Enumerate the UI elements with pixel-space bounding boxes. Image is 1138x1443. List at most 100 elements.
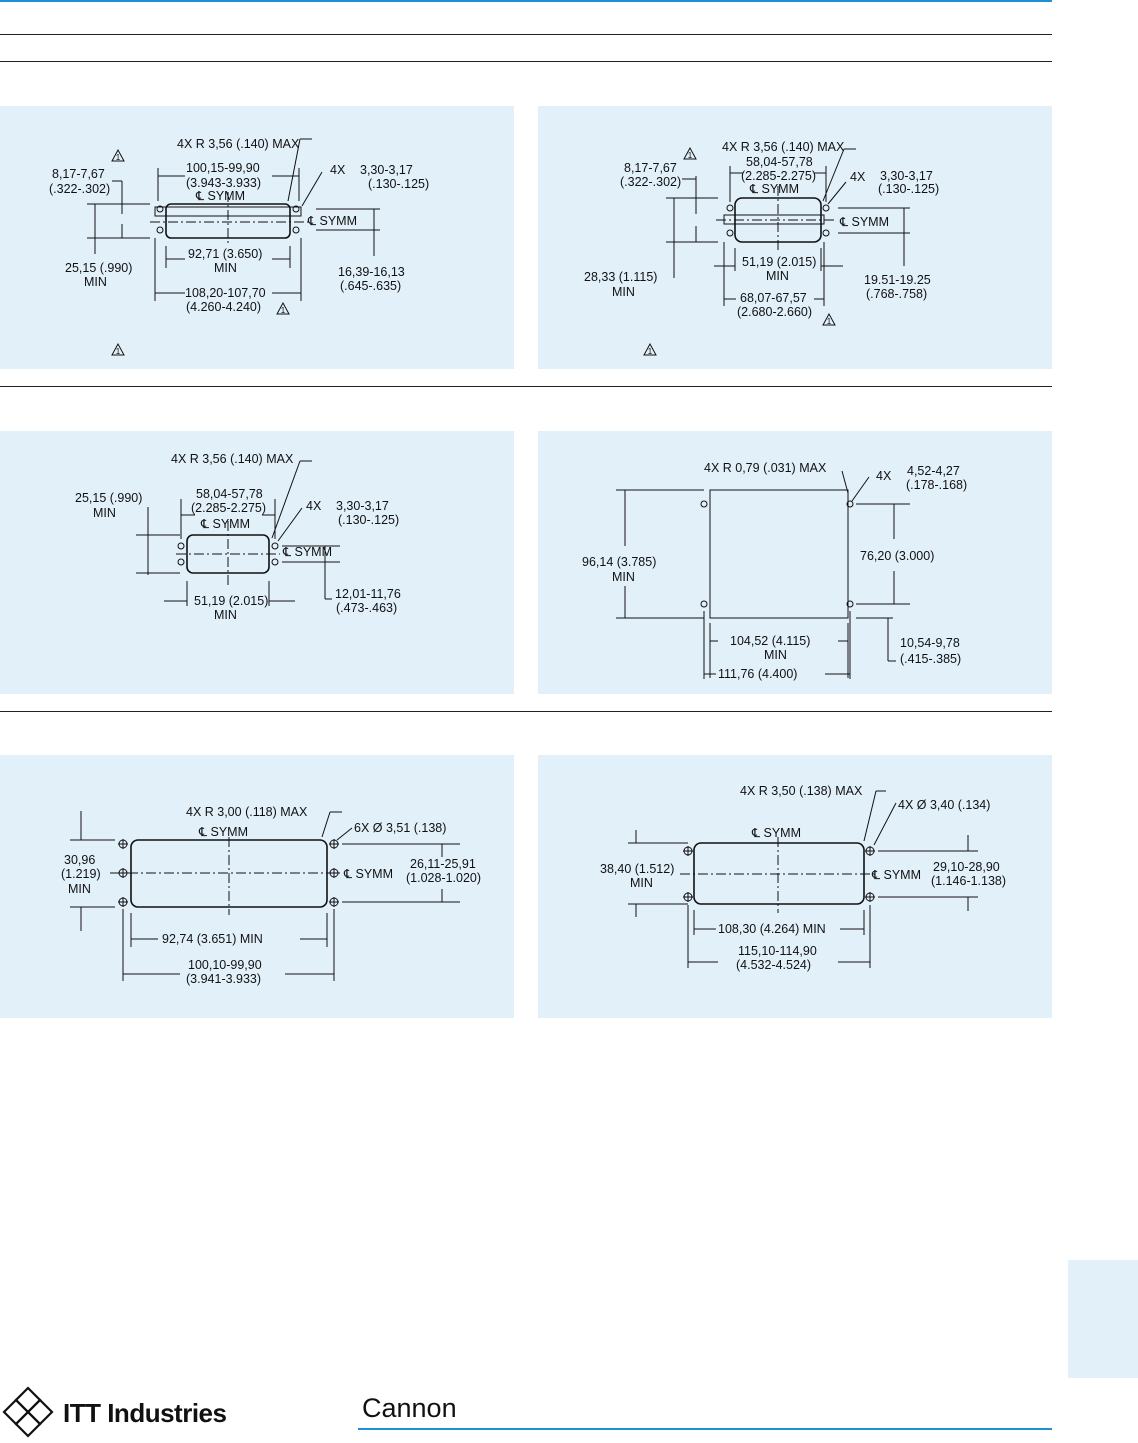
dim-label: 108,30 (4.264) MIN — [718, 922, 826, 936]
dim-label: (2.285-2.275) — [191, 501, 266, 515]
dim-label: 25,15 (.990) — [75, 491, 142, 505]
footer-rule — [358, 1428, 1052, 1430]
hole-label: 4X — [850, 170, 866, 184]
dim-label: MIN — [214, 261, 237, 275]
dim-label: 19.51-19.25 — [864, 273, 931, 287]
centerline-label: ℄ SYMM — [198, 825, 248, 839]
dim-label: (.322-.302) — [49, 182, 110, 196]
dim-label: 51,19 (2.015) — [194, 594, 268, 608]
dim-label: 12,01-11,76 — [335, 587, 401, 601]
dim-label: MIN — [93, 506, 116, 520]
dim-label: (4.532-4.524) — [736, 958, 811, 972]
dim-label: MIN — [764, 648, 787, 662]
hole-label: (.130-.125) — [368, 177, 429, 191]
dim-label: 104,52 (4.115) — [730, 634, 810, 648]
dim-label: 108,20-107,70 — [185, 286, 266, 300]
cutout-drawing-3: 4X R 3,56 (.140) MAX 58,04-57,78 (2.285-… — [0, 431, 514, 694]
dim-label: (3.941-3.933) — [186, 972, 261, 986]
centerline-label: ℄ SYMM — [751, 826, 801, 840]
dim-label: (.415-.385) — [900, 652, 961, 666]
radius-label: 4X R 3,50 (.138) MAX — [740, 784, 863, 798]
dim-label: MIN — [214, 608, 237, 622]
centerline-label: ℄ SYMM — [749, 182, 799, 196]
dim-label: 100,10-99,90 — [188, 958, 262, 972]
centerline-label: ℄ SYMM — [343, 867, 393, 881]
dim-label: 96,14 (3.785) — [582, 555, 656, 569]
cutout-drawing-2: 1 1 1 4X R 3,56 (.140) MAX 58,04-57,78 (… — [538, 106, 1052, 369]
dim-label: (1.028-1.020) — [406, 871, 481, 885]
centerline-label: ℄ SYMM — [839, 215, 889, 229]
hole-label: 3,30-3,17 — [360, 163, 413, 177]
centerline-label: ℄ SYMM — [195, 189, 245, 203]
dim-label: MIN — [84, 275, 107, 289]
cutout-drawing-5: 4X R 3,00 (.118) MAX ℄ SYMM 6X Ø 3,51 (.… — [0, 755, 514, 1018]
dim-label: (2.680-2.660) — [737, 305, 812, 319]
divider — [0, 711, 1052, 712]
dim-label: 30,96 — [64, 853, 95, 867]
dim-label: 51,19 (2.015) — [742, 255, 816, 269]
note-flag: 1 — [648, 347, 653, 356]
dim-label: MIN — [612, 570, 635, 584]
cutout-drawing-6: 4X R 3,50 (.138) MAX 4X Ø 3,40 (.134) ℄ … — [538, 755, 1052, 1018]
note-flag: 1 — [688, 151, 693, 160]
dim-label: MIN — [68, 882, 91, 896]
dim-label: (2.285-2.275) — [741, 169, 816, 183]
dim-label: (.768-.758) — [866, 287, 927, 301]
dim-label: (.473-.463) — [336, 601, 397, 615]
divider — [0, 386, 1052, 387]
radius-label: 4X R 3,56 (.140) MAX — [177, 137, 300, 151]
centerline-label: ℄ SYMM — [307, 214, 357, 228]
dim-label: (.645-.635) — [340, 279, 401, 293]
dim-label: 100,15-99,90 — [186, 161, 260, 175]
hole-label: 3,30-3,17 — [336, 499, 389, 513]
dim-label: (1.146-1.138) — [931, 874, 1006, 888]
hole-label: 4X — [330, 163, 346, 177]
dim-label: 111,76 (4.400) — [718, 667, 797, 681]
section-tab — [1068, 1260, 1138, 1378]
hole-label: 4X — [306, 499, 322, 513]
hole-label: 4X Ø 3,40 (.134) — [898, 798, 990, 812]
dim-label: (3.943-3.933) — [186, 176, 261, 190]
radius-label: 4X R 0,79 (.031) MAX — [704, 461, 827, 475]
dim-label: 16,39-16,13 — [338, 265, 405, 279]
hole-label: (.130-.125) — [878, 182, 939, 196]
dim-label: (4.260-4.240) — [186, 300, 261, 314]
centerline-label: ℄ SYMM — [871, 868, 921, 882]
note-flag: 1 — [281, 306, 286, 315]
dim-label: 26,11-25,91 — [410, 857, 476, 871]
dim-label: 92,71 (3.650) — [188, 247, 262, 261]
brand-name: ITT Industries — [63, 1398, 227, 1428]
dim-label: 38,40 (1.512) — [600, 862, 674, 876]
cutout-drawing-4: 4X R 0,79 (.031) MAX 4X 4,52-4,27 (.178-… — [538, 431, 1052, 694]
cutout-drawing-1: 1 1 1 4X R 3,56 (.140) MAX 100,15-99,90 … — [0, 106, 514, 369]
header-rule — [0, 0, 1052, 2]
radius-label: 4X R 3,56 (.140) MAX — [722, 140, 845, 154]
itt-logo-icon — [2, 1386, 54, 1438]
hole-label: 4X — [876, 469, 892, 483]
dim-label: 25,15 (.990) — [65, 261, 132, 275]
dim-label: MIN — [630, 876, 653, 890]
dim-label: 10,54-9,78 — [900, 636, 960, 650]
dim-label: 115,10-114,90 — [738, 944, 817, 958]
dim-label: 28,33 (1.115) — [584, 270, 657, 284]
note-flag: 1 — [116, 153, 121, 162]
hole-label: 3,30-3,17 — [880, 169, 933, 183]
hole-label: 4,52-4,27 — [907, 464, 960, 478]
dim-label: 8,17-7,67 — [52, 167, 105, 181]
dim-label: 76,20 (3.000) — [860, 549, 934, 563]
hole-label: 6X Ø 3,51 (.138) — [354, 821, 446, 835]
radius-label: 4X R 3,00 (.118) MAX — [186, 805, 308, 819]
dim-label: 58,04-57,78 — [746, 155, 813, 169]
dim-label: 58,04-57,78 — [196, 487, 263, 501]
dim-label: 68,07-67,57 — [740, 291, 807, 305]
dim-label: MIN — [766, 269, 789, 283]
dim-label: 8,17-7,67 — [624, 161, 677, 175]
hole-label: (.178-.168) — [906, 478, 967, 492]
dim-label: 92,74 (3.651) MIN — [162, 932, 263, 946]
dim-label: (1.219) — [61, 867, 101, 881]
dim-label: 29,10-28,90 — [933, 860, 1000, 874]
hole-label: (.130-.125) — [338, 513, 399, 527]
centerline-label: ℄ SYMM — [200, 517, 250, 531]
dim-label: MIN — [612, 285, 635, 299]
divider — [0, 34, 1052, 35]
